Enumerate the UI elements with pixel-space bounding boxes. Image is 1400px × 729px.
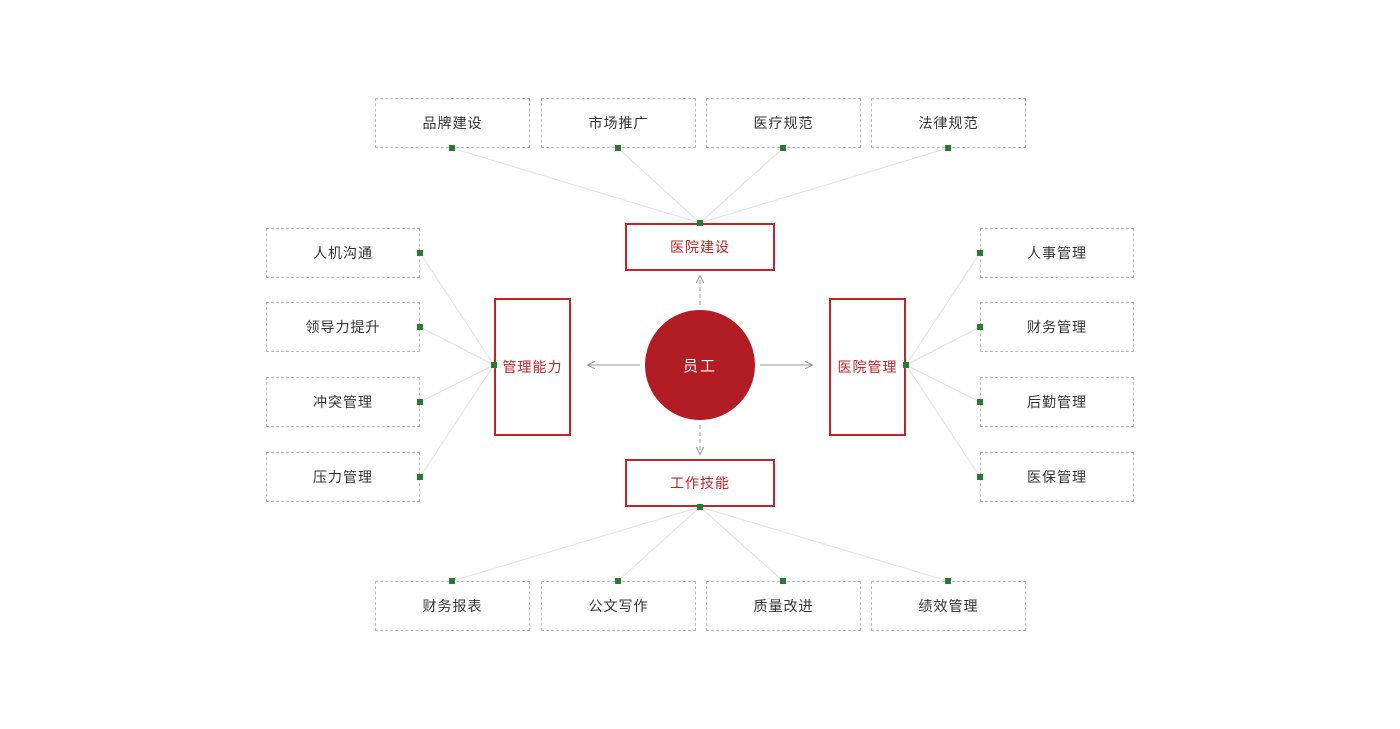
connector-dot-leaf-leadership-improvement <box>417 324 423 330</box>
leaf-node-medical-standards[interactable]: 医疗规范 <box>706 98 861 148</box>
branch-node-work-skills[interactable]: 工作技能 <box>625 459 775 507</box>
connector-dot-leaf-personnel-management <box>977 250 983 256</box>
leaf-node-performance-management[interactable]: 绩效管理 <box>871 581 1026 631</box>
branch-node-hospital-construction[interactable]: 医院建设 <box>625 223 775 271</box>
leaf-label: 医疗规范 <box>753 116 814 132</box>
branch-node-management-ability[interactable]: 管理能力 <box>494 298 571 436</box>
leaf-label: 人机沟通 <box>313 246 373 262</box>
leaf-label: 法律规范 <box>918 116 979 132</box>
leaf-label: 后勤管理 <box>1027 395 1087 411</box>
hub-node-employee[interactable]: 员工 <box>645 310 755 420</box>
connector-dot-leaf-finance-management <box>977 324 983 330</box>
connector-dot-leaf-human-machine-communication <box>417 250 423 256</box>
connector-dot-top-branch <box>697 220 703 226</box>
connector-dot-leaf-conflict-management <box>417 399 423 405</box>
leaf-node-personnel-management[interactable]: 人事管理 <box>980 228 1134 278</box>
leaf-node-official-writing[interactable]: 公文写作 <box>541 581 696 631</box>
branch-label-bottom: 工作技能 <box>670 476 730 492</box>
branch-node-hospital-management[interactable]: 医院管理 <box>829 298 906 436</box>
leaf-node-stress-management[interactable]: 压力管理 <box>266 452 420 502</box>
leaf-label: 领导力提升 <box>305 320 381 336</box>
connector-group-right <box>905 252 981 478</box>
leaf-node-market-promotion[interactable]: 市场推广 <box>541 98 696 148</box>
leaf-node-medical-insurance-management[interactable]: 医保管理 <box>980 452 1134 502</box>
leaf-label: 质量改进 <box>753 599 814 615</box>
connector-group-top <box>451 147 949 224</box>
branch-label-right: 医院管理 <box>837 360 898 376</box>
leaf-label: 市场推广 <box>588 116 649 132</box>
connector-dot-bottom-branch <box>697 504 703 510</box>
connector-group-bottom <box>451 506 949 582</box>
connector-dot-leaf-medical-insurance-management <box>977 474 983 480</box>
leaf-node-financial-report[interactable]: 财务报表 <box>375 581 530 631</box>
leaf-node-quality-improvement[interactable]: 质量改进 <box>706 581 861 631</box>
leaf-label: 公文写作 <box>588 599 649 615</box>
connector-dot-leaf-official-writing <box>615 578 621 584</box>
leaf-node-finance-management[interactable]: 财务管理 <box>980 302 1134 352</box>
leaf-label: 医保管理 <box>1027 470 1087 486</box>
connector-dot-right-branch <box>903 362 909 368</box>
connector-dot-leaf-medical-standards <box>780 145 786 151</box>
connector-dot-leaf-financial-report <box>449 578 455 584</box>
leaf-node-leadership-improvement[interactable]: 领导力提升 <box>266 302 420 352</box>
hub-label: 员工 <box>682 356 717 375</box>
leaf-node-conflict-management[interactable]: 冲突管理 <box>266 377 420 427</box>
leaf-label: 人事管理 <box>1027 246 1087 262</box>
leaf-label: 财务管理 <box>1027 320 1087 336</box>
connector-dot-leaf-logistics-management <box>977 399 983 405</box>
connector-dot-leaf-brand-building <box>449 145 455 151</box>
leaf-node-legal-standards[interactable]: 法律规范 <box>871 98 1026 148</box>
leaf-node-brand-building[interactable]: 品牌建设 <box>375 98 530 148</box>
connector-dot-left-branch <box>491 362 497 368</box>
branch-label-top: 医院建设 <box>670 240 730 256</box>
connector-dot-leaf-stress-management <box>417 474 423 480</box>
leaf-label: 财务报表 <box>422 599 483 615</box>
leaf-label: 压力管理 <box>313 470 373 486</box>
leaf-label: 品牌建设 <box>422 116 483 132</box>
connector-dot-leaf-legal-standards <box>945 145 951 151</box>
leaf-node-human-machine-communication[interactable]: 人机沟通 <box>266 228 420 278</box>
leaf-label: 冲突管理 <box>313 395 373 411</box>
branch-label-left: 管理能力 <box>502 360 563 376</box>
connector-dot-leaf-performance-management <box>945 578 951 584</box>
connector-dot-leaf-market-promotion <box>615 145 621 151</box>
connector-group-left <box>419 252 495 478</box>
leaf-label: 绩效管理 <box>918 599 979 615</box>
leaf-node-logistics-management[interactable]: 后勤管理 <box>980 377 1134 427</box>
connector-dot-leaf-quality-improvement <box>780 578 786 584</box>
